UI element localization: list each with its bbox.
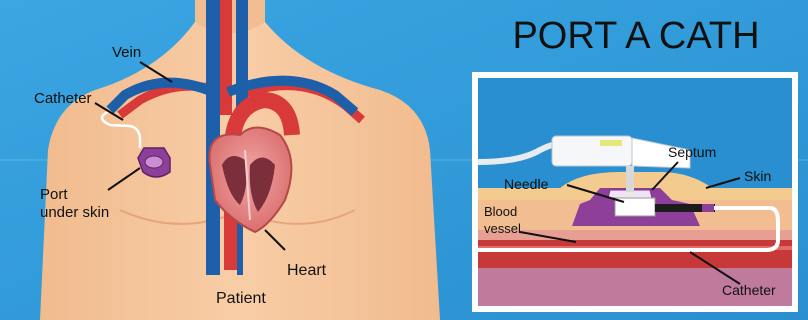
label-port-under-skin: under skin <box>40 204 109 221</box>
implanted-port <box>138 148 170 177</box>
label-septum: Septum <box>668 144 716 160</box>
label-vein: Vein <box>112 44 141 61</box>
label-skin: Skin <box>744 168 771 184</box>
tissue-layer <box>478 230 792 240</box>
label-heart: Heart <box>287 262 327 279</box>
label-blood-vessel-line2: vessel <box>484 221 521 236</box>
label-port: Port <box>40 186 68 203</box>
inset-panel: Septum Skin Needle Blood vessel Catheter <box>472 72 798 312</box>
label-catheter-inset: Catheter <box>722 282 776 298</box>
page-title: PORT A CATH <box>512 15 759 57</box>
label-patient: Patient <box>216 290 266 307</box>
label-catheter: Catheter <box>34 90 92 107</box>
label-blood-vessel: Blood <box>484 204 517 219</box>
blood-vessel-layer <box>478 240 792 268</box>
label-needle: Needle <box>504 176 549 192</box>
